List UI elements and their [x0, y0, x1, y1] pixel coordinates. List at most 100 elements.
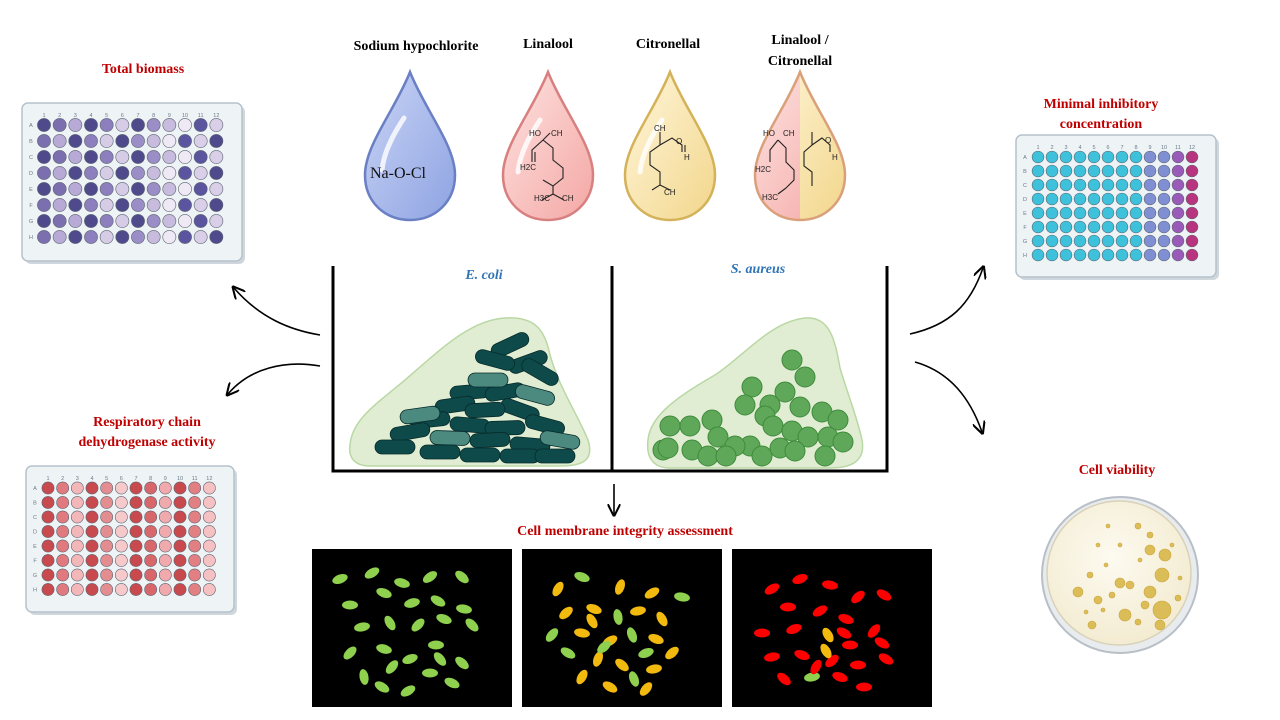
saureus-coccus — [734, 394, 756, 416]
plate-well — [209, 166, 224, 180]
plate-row-label: B — [29, 139, 33, 145]
plate-well — [115, 134, 130, 148]
plate-well — [144, 510, 158, 524]
stained-cell — [780, 602, 796, 612]
saureus-coccus — [707, 426, 729, 448]
plate-well — [41, 539, 55, 553]
stained-cell — [597, 640, 611, 654]
plate-well — [193, 118, 208, 132]
plate-well — [56, 496, 70, 509]
colony — [1144, 544, 1156, 556]
colony — [1117, 542, 1123, 548]
plate-well — [1031, 192, 1045, 206]
plate-well — [1073, 150, 1087, 164]
stained-cell — [822, 580, 838, 590]
plate-well — [146, 134, 161, 148]
plate-well — [1115, 150, 1129, 164]
plate-well — [1101, 150, 1115, 164]
stained-cell — [794, 649, 810, 661]
cell-viability-label: Cell viability — [1079, 463, 1156, 478]
plate-row-label: F — [1023, 225, 1027, 231]
plate-well — [1171, 150, 1185, 164]
plate-well — [1157, 164, 1171, 178]
plate-well — [1171, 178, 1185, 192]
plate-row-label: B — [33, 501, 37, 507]
plate-row-label: G — [1023, 239, 1027, 245]
plate-well — [1073, 248, 1087, 262]
plate-col-label: 9 — [1148, 145, 1151, 151]
stained-cell — [384, 615, 396, 631]
plate-well — [193, 134, 208, 148]
plate-well — [85, 510, 99, 524]
plate-well — [162, 198, 177, 212]
plate-row-label: B — [1023, 169, 1027, 175]
stained-cell — [574, 571, 590, 583]
plate-well — [178, 214, 192, 228]
colony — [1152, 600, 1172, 620]
plate-well — [202, 568, 216, 582]
plate-well — [84, 166, 98, 180]
stained-cell — [850, 660, 866, 670]
plate-well — [173, 525, 187, 538]
plate-row-label: H — [1023, 253, 1027, 259]
plate-col-label: 9 — [168, 113, 171, 119]
colony — [1143, 585, 1157, 599]
plate-well — [1073, 164, 1087, 178]
plate-well — [1031, 206, 1045, 220]
plate-well — [1157, 234, 1171, 248]
plate-col-label: 1 — [42, 113, 45, 119]
plate-well — [99, 150, 114, 164]
plate-well — [1059, 164, 1073, 178]
micrograph-background — [522, 549, 722, 707]
saureus-coccus — [784, 440, 806, 462]
citronellal-o-label: O — [676, 137, 682, 146]
plate-well — [144, 481, 158, 495]
plate-col-label: 3 — [1064, 145, 1067, 151]
plate-row-label: C — [33, 515, 37, 521]
plate-well — [99, 214, 114, 228]
plate-well — [1059, 248, 1073, 262]
plate-well — [193, 150, 208, 164]
colony — [1100, 607, 1106, 613]
mix-o-label: O — [825, 136, 831, 145]
plate-well — [162, 182, 177, 196]
plate-col-label: 10 — [1161, 145, 1167, 151]
plate-col-label: 6 — [121, 113, 124, 119]
stained-cell — [422, 571, 438, 583]
stained-cell — [552, 581, 564, 597]
plate-well — [52, 150, 67, 164]
arrow-to-mic — [909, 268, 983, 335]
compound-label-citronellal: Citronellal — [636, 37, 700, 52]
plate-well — [202, 496, 216, 509]
plate-well — [115, 230, 130, 244]
plate-well — [131, 214, 145, 228]
stained-cell — [876, 589, 892, 601]
plate-well — [1185, 220, 1199, 234]
stained-cell — [586, 603, 602, 615]
colonies — [1072, 522, 1183, 631]
plate-well — [1087, 150, 1101, 164]
plate-well — [52, 166, 67, 180]
stained-cell — [878, 653, 894, 665]
plate-well — [1045, 234, 1059, 248]
plate-well — [70, 510, 84, 524]
stained-cell — [385, 660, 399, 674]
ecoli-label: E. coli — [464, 268, 502, 283]
plate-well — [1171, 220, 1185, 234]
plate-well — [131, 230, 145, 244]
plate-well — [209, 214, 224, 228]
colony — [1177, 575, 1183, 581]
plate-well — [146, 214, 161, 228]
stained-cell — [665, 646, 679, 660]
plate-well — [1171, 206, 1185, 220]
plate-well — [70, 496, 84, 509]
plate-well — [131, 182, 145, 196]
plate-well — [1045, 248, 1059, 262]
plate-well — [1087, 164, 1101, 178]
plate-well — [100, 568, 114, 582]
stained-cell — [867, 624, 881, 638]
plate-well — [188, 525, 202, 538]
stained-cell — [402, 653, 418, 665]
plate-well — [1045, 206, 1059, 220]
plate-well — [114, 568, 128, 582]
